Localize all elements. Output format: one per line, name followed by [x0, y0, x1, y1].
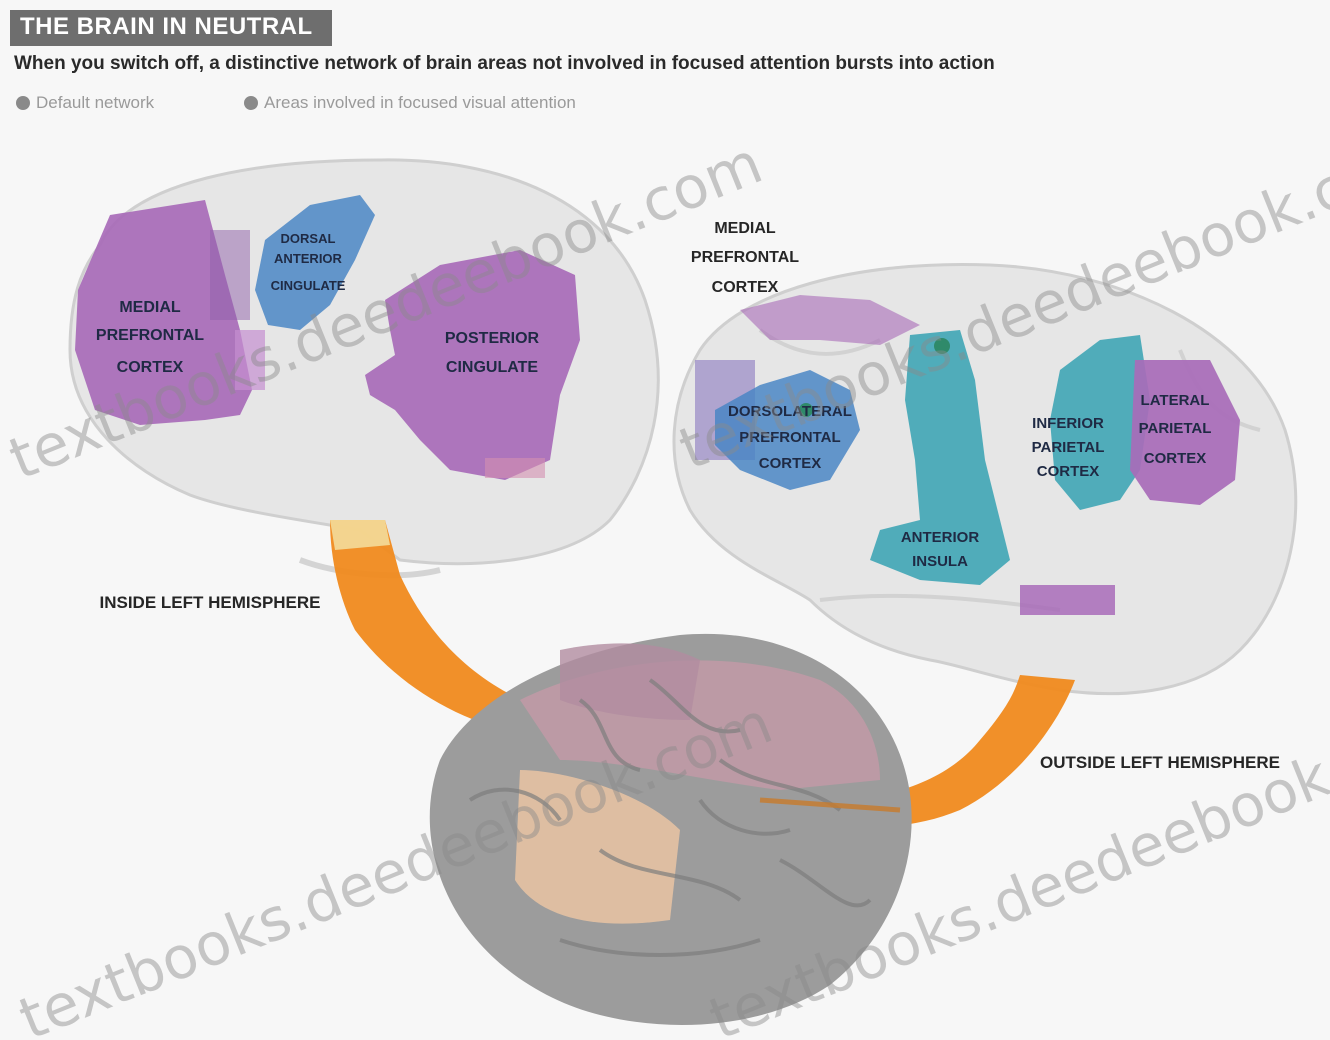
outside-lpc-label-2: PARIETAL — [1139, 420, 1212, 437]
inside-pc-label-2: CINGULATE — [446, 359, 538, 376]
inside-dac-label-1: DORSAL — [281, 231, 336, 246]
outside-ipc-label-3: CORTEX — [1037, 463, 1100, 480]
inside-hemisphere-label: INSIDE LEFT HEMISPHERE — [99, 593, 320, 612]
outside-mpc-label-3: CORTEX — [712, 279, 779, 296]
inside-pc-label-1: POSTERIOR — [445, 330, 540, 347]
inside-dac-label-3: CINGULATE — [271, 278, 346, 293]
outside-lpc-label-3: CORTEX — [1144, 450, 1207, 467]
outside-lpc-label-1: LATERAL — [1141, 392, 1210, 409]
outside-mpc-label-2: PREFRONTAL — [691, 249, 799, 266]
outside-insula-label-2: INSULA — [912, 553, 968, 570]
inside-mpc-label-2: PREFRONTAL — [96, 327, 204, 344]
outside-ipc-label-2: PARIETAL — [1032, 439, 1105, 456]
inside-dac-label-2: ANTERIOR — [274, 251, 343, 266]
outside-dlpfc-label-3: CORTEX — [759, 455, 822, 472]
outside-insula-label-1: ANTERIOR — [901, 529, 980, 546]
outside-mpc-label-1: MEDIAL — [714, 220, 776, 237]
outside-hemisphere: MEDIAL PREFRONTAL CORTEX DORSOLATERAL PR… — [674, 220, 1296, 694]
outside-ipc-label-1: INFERIOR — [1032, 415, 1104, 432]
inside-mpc-label-1: MEDIAL — [119, 299, 181, 316]
